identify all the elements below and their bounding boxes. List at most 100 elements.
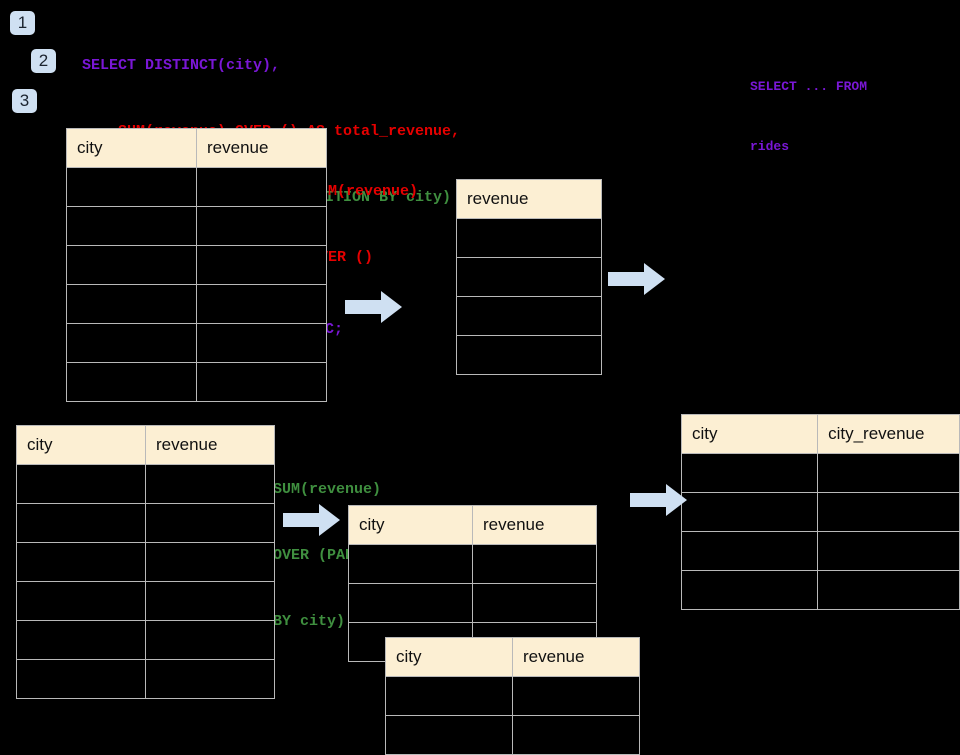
column-header-city: city (680, 414, 819, 454)
table-body (66, 167, 327, 402)
table-rides-bottom: city revenue (16, 425, 275, 699)
cell-city (16, 581, 146, 621)
cell-revenue (196, 323, 327, 363)
table-total-revenue: revenue (456, 179, 602, 375)
cell-revenue (512, 676, 640, 716)
table-row (66, 245, 327, 285)
table-row (66, 167, 327, 207)
table-row (456, 296, 602, 336)
cell-city-revenue (817, 531, 960, 571)
step-badge-3: 3 (12, 89, 37, 113)
cell-revenue (472, 583, 597, 623)
column-header-city: city (16, 425, 146, 465)
table-row (456, 335, 602, 375)
cell-city (385, 715, 513, 755)
step-badge-2: 2 (31, 49, 56, 73)
column-header-city: city (348, 505, 473, 545)
cell-city (66, 362, 197, 402)
cell-revenue (196, 362, 327, 402)
cell-revenue (145, 464, 275, 504)
table-header-row: city revenue (16, 425, 275, 465)
column-header-revenue: revenue (196, 128, 327, 168)
annotation-over-partition-line-3: BY city) (273, 613, 346, 630)
arrow-right-icon-4 (630, 484, 687, 516)
cell-city (16, 542, 146, 582)
cell-revenue (196, 284, 327, 324)
table-result-city-revenue: city city_revenue (680, 414, 960, 610)
table-row (680, 531, 960, 571)
table-header-row: city revenue (66, 128, 327, 168)
table-partition-group-b: city revenue (385, 637, 640, 755)
cell-city (16, 464, 146, 504)
table-row (16, 620, 275, 660)
cell-revenue (196, 206, 327, 246)
sql-aside-label: SELECT ... FROM rides (750, 37, 867, 177)
arrow-right-icon-1 (345, 291, 402, 323)
cell-revenue (145, 659, 275, 699)
cell-revenue (512, 715, 640, 755)
cell-revenue (456, 335, 602, 375)
table-body (680, 453, 960, 610)
table-row (66, 206, 327, 246)
cell-revenue (196, 245, 327, 285)
cell-revenue (472, 544, 597, 584)
cell-revenue (145, 503, 275, 543)
table-row (385, 715, 640, 755)
column-header-city: city (66, 128, 197, 168)
cell-revenue (456, 257, 602, 297)
cell-city-revenue (817, 453, 960, 493)
cell-city (66, 167, 197, 207)
table-body (456, 218, 602, 375)
cell-city (348, 583, 473, 623)
table-row (385, 676, 640, 716)
table-row (680, 570, 960, 610)
column-header-city: city (385, 637, 513, 677)
table-row (680, 492, 960, 532)
table-rides-top: city revenue (66, 128, 327, 402)
column-header-city-revenue: city_revenue (817, 414, 960, 454)
cell-city (66, 323, 197, 363)
cell-city (16, 620, 146, 660)
cell-city (680, 570, 819, 610)
table-body (385, 676, 640, 755)
cell-city (66, 245, 197, 285)
cell-revenue (456, 218, 602, 258)
table-body (16, 464, 275, 699)
cell-city (66, 284, 197, 324)
table-row (456, 257, 602, 297)
cell-city (385, 676, 513, 716)
cell-city (680, 492, 819, 532)
table-row (348, 583, 597, 623)
table-row (66, 362, 327, 402)
cell-city-revenue (817, 492, 960, 532)
table-header-row: city revenue (348, 505, 597, 545)
table-row (66, 323, 327, 363)
cell-city (348, 544, 473, 584)
table-header-row: city revenue (385, 637, 640, 677)
cell-city (16, 503, 146, 543)
sql-line-select: SELECT DISTINCT(city), (82, 57, 281, 74)
table-header-row: city city_revenue (680, 414, 960, 454)
annotation-over-empty-line-1: SUM(revenue) (310, 183, 419, 200)
annotation-sum-over-partition: SUM(revenue) OVER (PARTITION BY city) (273, 435, 408, 655)
step-badge-1: 1 (10, 11, 35, 35)
cell-city (680, 453, 819, 493)
sql-aside-line-2: rides (750, 139, 790, 154)
table-row (348, 544, 597, 584)
column-header-revenue: revenue (512, 637, 640, 677)
column-header-revenue: revenue (472, 505, 597, 545)
table-row (680, 453, 960, 493)
cell-city (680, 531, 819, 571)
cell-revenue (145, 542, 275, 582)
cell-city (66, 206, 197, 246)
sql-aside-line-1: SELECT ... FROM (750, 79, 868, 94)
cell-city-revenue (817, 570, 960, 610)
table-row (66, 284, 327, 324)
table-row (16, 581, 275, 621)
table-row (456, 218, 602, 258)
cell-revenue (456, 296, 602, 336)
column-header-revenue: revenue (456, 179, 602, 219)
annotation-over-partition-line-1: SUM(revenue) (273, 481, 382, 498)
table-row (16, 542, 275, 582)
table-header-row: revenue (456, 179, 602, 219)
